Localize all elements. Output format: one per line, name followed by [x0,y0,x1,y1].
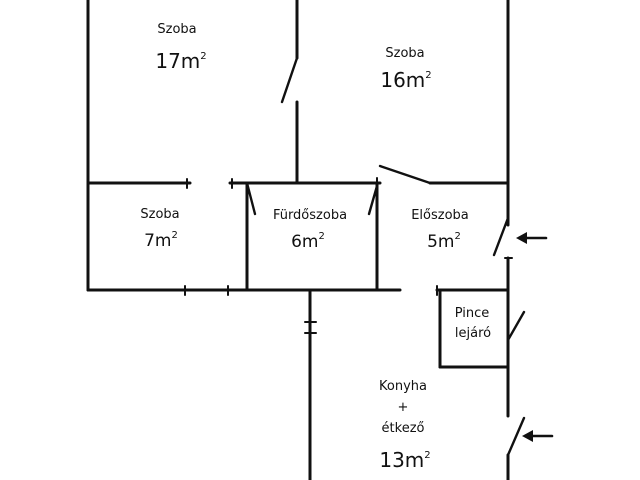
door-bath-right [367,184,379,216]
door-hall-entrance [492,216,510,257]
room-area-szoba-7: 7m2 [144,230,178,251]
room-area-szoba-16: 16m2 [380,68,431,92]
room-name-szoba-16: Szoba [385,46,424,61]
door-between-rooms [280,56,299,104]
entrance-hall-arrow-icon [516,232,548,244]
room-name-konyha-line1: Konyha [379,379,427,394]
room-area-furdoszoba: 6m2 [291,231,325,252]
wall-ticks [184,177,513,334]
door-kitchen-entrance [506,416,526,457]
room-area-szoba-17: 17m2 [155,49,206,73]
door-bath-left [245,181,257,216]
room-area-konyha: 13m2 [379,448,430,472]
room-name-konyha-line2: + [398,400,409,415]
room-name-konyha-line3: étkező [382,421,425,436]
room-name-furdoszoba: Fürdőszoba [273,208,347,223]
walls [86,0,510,480]
door-pince [506,310,526,342]
room-name-pince-line2: lejáró [455,326,491,341]
entrance-kitchen-arrow-icon [522,430,554,442]
doors [245,56,526,457]
door-room16 [378,164,432,185]
room-name-eloszoba: Előszoba [411,208,469,223]
room-name-pince-line1: Pince [455,306,490,321]
room-name-szoba-7: Szoba [140,207,179,222]
room-name-szoba-17: Szoba [157,22,196,37]
room-area-eloszoba: 5m2 [427,231,461,252]
